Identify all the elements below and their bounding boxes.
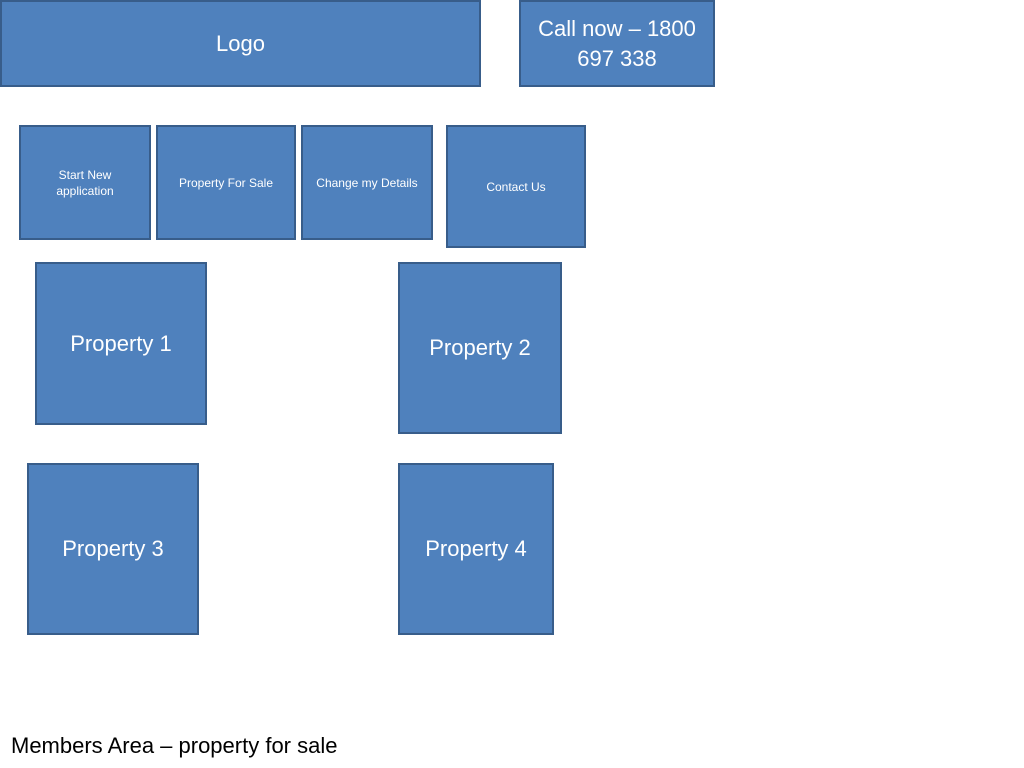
logo-box[interactable]: Logo <box>0 0 481 87</box>
call-now-label: Call now – 1800 697 338 <box>538 15 696 71</box>
nav-item-label: Start New application <box>56 167 114 198</box>
nav-property-for-sale-button[interactable]: Property For Sale <box>156 125 296 240</box>
nav-item-label: Property For Sale <box>178 175 274 190</box>
property-label: Property 2 <box>429 335 531 360</box>
property-2-tile[interactable]: Property 2 <box>398 262 562 434</box>
call-now-box[interactable]: Call now – 1800 697 338 <box>519 0 715 87</box>
property-label: Property 4 <box>425 536 527 561</box>
property-label: Property 1 <box>70 330 172 356</box>
nav-start-new-application-button[interactable]: Start New application <box>19 125 151 240</box>
nav-contact-us-button[interactable]: Contact Us <box>446 125 586 248</box>
logo-label: Logo <box>216 30 265 56</box>
nav-item-label: Contact Us <box>486 179 546 194</box>
page-caption: Members Area – property for sale <box>11 733 338 758</box>
nav-item-label: Change my Details <box>316 175 418 190</box>
property-1-tile[interactable]: Property 1 <box>35 262 207 425</box>
property-3-tile[interactable]: Property 3 <box>27 463 199 635</box>
nav-change-my-details-button[interactable]: Change my Details <box>301 125 433 240</box>
property-label: Property 3 <box>62 536 164 561</box>
property-4-tile[interactable]: Property 4 <box>398 463 554 635</box>
